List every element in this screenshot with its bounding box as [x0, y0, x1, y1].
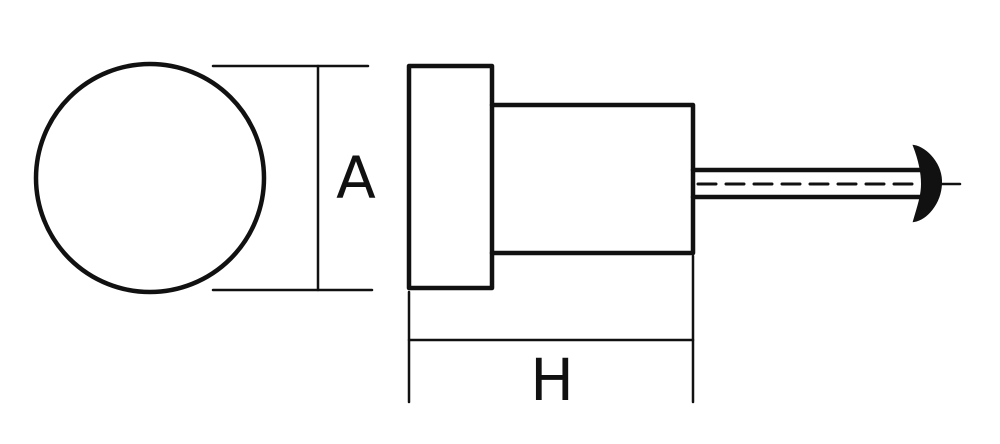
knob-head-side — [406, 63, 495, 291]
dimension-a-label: A — [336, 144, 376, 212]
dimension-h-label: H — [530, 346, 574, 414]
screw-end-cap — [912, 144, 943, 223]
knob-body-side — [489, 102, 696, 256]
knob-front-view — [33, 61, 267, 295]
